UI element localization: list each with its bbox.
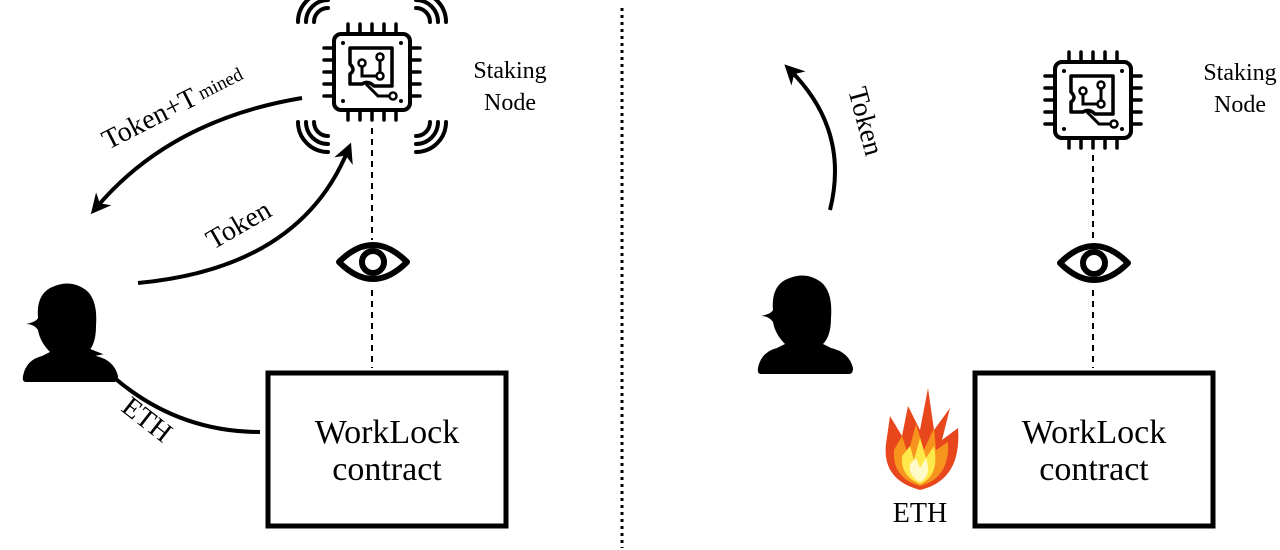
chip-icon	[322, 22, 422, 122]
arrow-label-token: Token	[841, 84, 889, 159]
subscript-mined: mined	[195, 64, 247, 104]
contract-label-line1: WorkLock	[315, 414, 460, 451]
burn-label-eth: ETH	[893, 498, 947, 529]
contract-label-line2: contract	[332, 451, 442, 488]
worklock-contract-box: WorkLock contract	[265, 370, 509, 529]
staking-node-label-line2: Node	[484, 90, 536, 116]
worklock-contract-box: WorkLock contract	[972, 370, 1216, 529]
staking-node	[1043, 50, 1143, 150]
arrow-node-to-user	[90, 96, 303, 215]
chip-icon	[1043, 50, 1143, 150]
arrow-label-eth: ETH	[116, 391, 178, 449]
staking-node-label-line1: Staking	[1203, 60, 1276, 86]
staking-node-label-line2: Node	[1214, 92, 1266, 118]
contract-label-line1: WorkLock	[1022, 414, 1167, 451]
right-panel: Staking Node Token WorkLock contract ETH	[757, 50, 1277, 529]
fire-icon	[885, 388, 959, 490]
arrow-user-token-out	[784, 64, 837, 211]
eye-icon	[339, 245, 407, 279]
user-silhouette-icon	[757, 275, 853, 374]
arrow-contract-to-user	[82, 346, 261, 434]
left-panel: Staking Node WorkLock contract Token+Tmi…	[22, 0, 547, 529]
staking-node-label-line1: Staking	[473, 58, 546, 84]
contract-label-line2: contract	[1039, 451, 1149, 488]
eye-icon	[1060, 246, 1128, 280]
arrow-user-to-node	[137, 142, 353, 285]
